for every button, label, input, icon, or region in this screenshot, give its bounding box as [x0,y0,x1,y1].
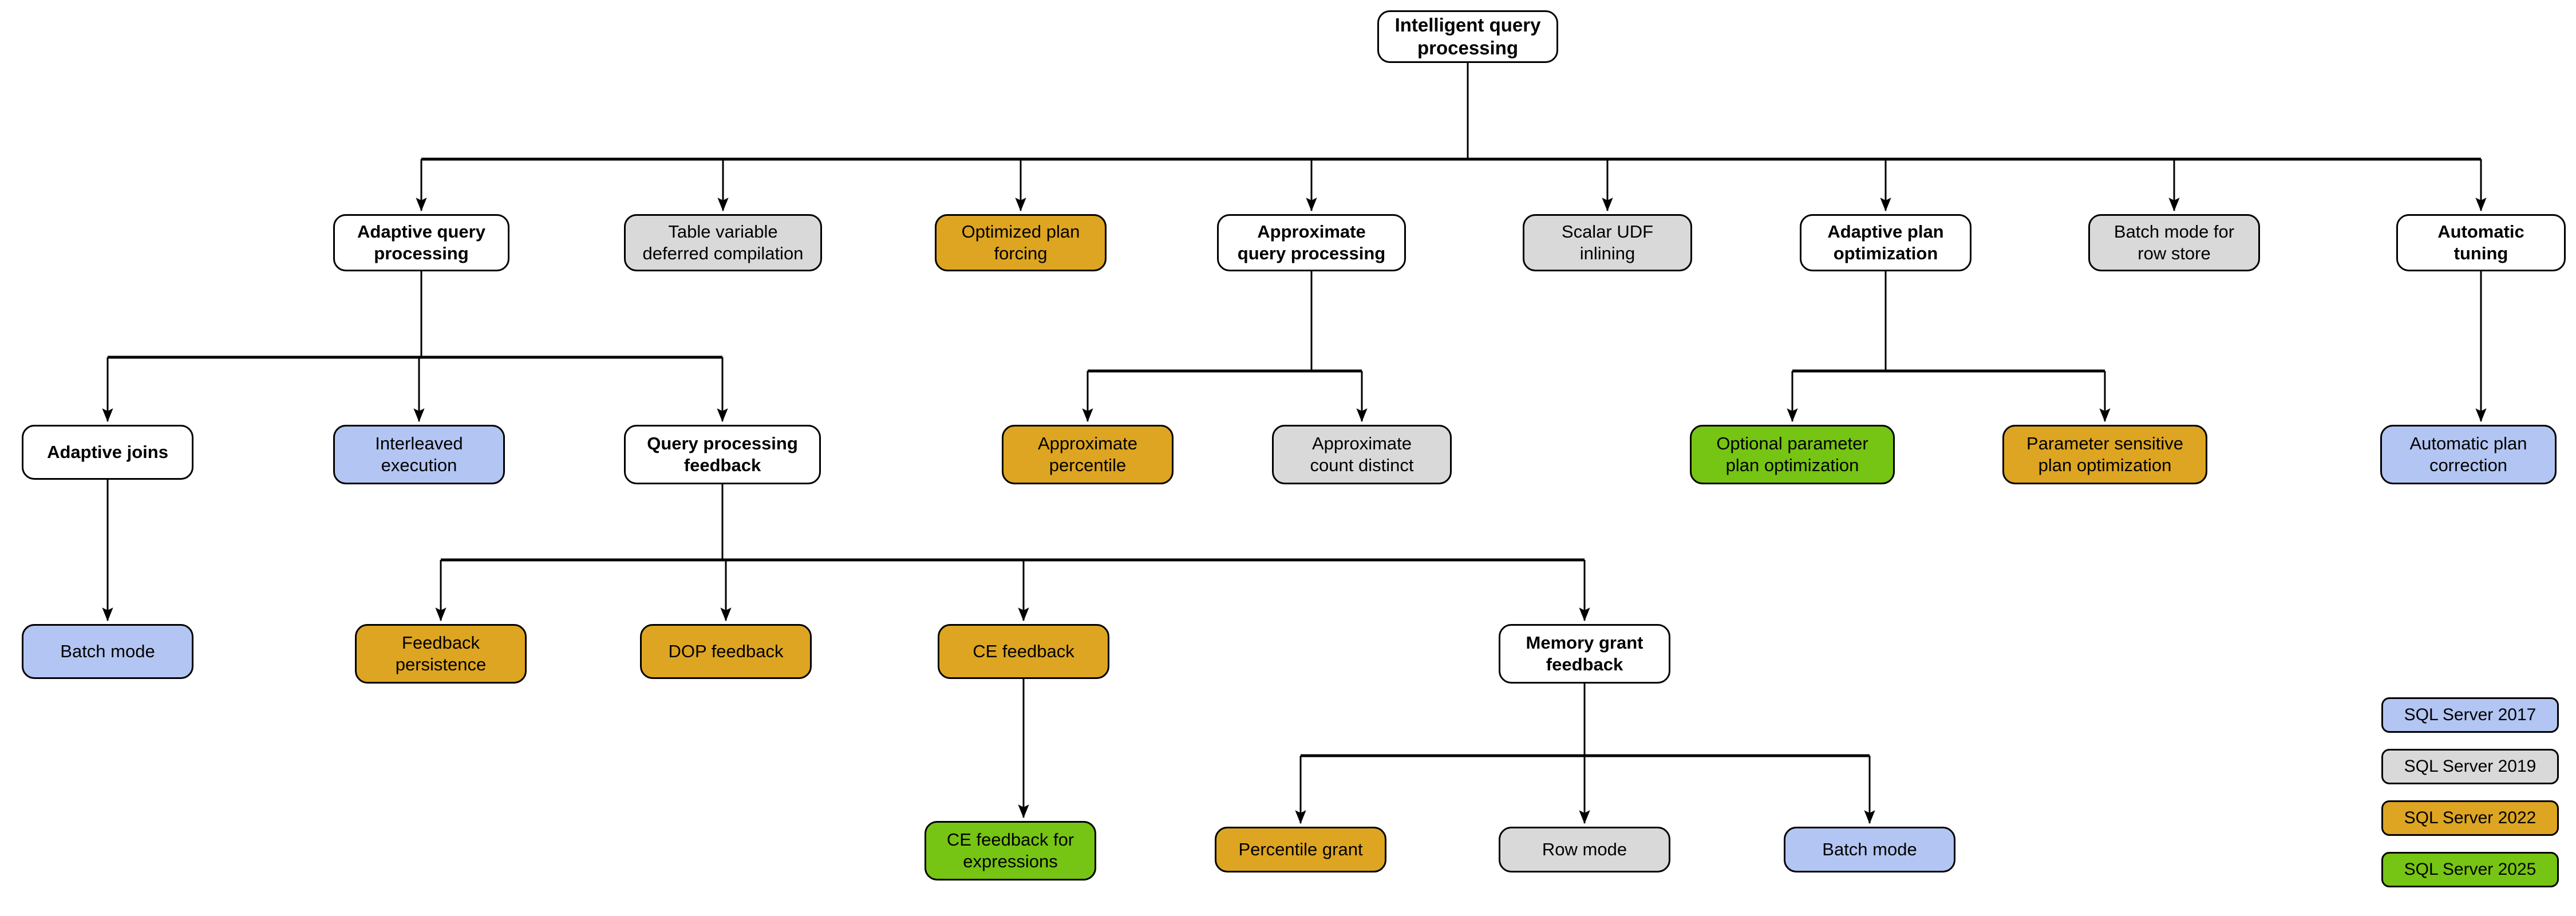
node-approxpct[interactable]: Approximate percentile [1002,425,1174,484]
node-opf[interactable]: Optimized plan forcing [935,214,1107,271]
legend-item-label: SQL Server 2022 [2404,808,2537,827]
node-rowmode[interactable]: Row mode [1499,827,1670,872]
node-approxqp[interactable]: Approximate query processing [1217,214,1406,271]
node-cefb[interactable]: CE feedback [938,624,1109,679]
node-pctgrant[interactable]: Percentile grant [1215,827,1386,872]
node-label: Batch mode [60,641,155,662]
node-label: Approximate count distinct [1310,433,1414,475]
legend-item-label: SQL Server 2025 [2404,860,2537,879]
node-root[interactable]: Intelligent query processing [1377,10,1558,63]
legend-item-0[interactable]: SQL Server 2017 [2381,697,2559,733]
node-tvdc[interactable]: Table variable deferred compilation [624,214,822,271]
node-label: Optimized plan forcing [961,222,1080,263]
node-label: Optional parameter plan optimization [1716,433,1868,475]
node-cefbexpr[interactable]: CE feedback for expressions [924,821,1096,881]
legend-item-1[interactable]: SQL Server 2019 [2381,749,2559,784]
node-qpf[interactable]: Query processing feedback [624,425,821,484]
node-mgf[interactable]: Memory grant feedback [1499,624,1670,684]
node-adaptjoins[interactable]: Adaptive joins [22,425,193,480]
node-label: Approximate query processing [1237,222,1386,263]
node-udf[interactable]: Scalar UDF inlining [1523,214,1692,271]
node-label: Adaptive plan optimization [1827,222,1944,263]
node-label: Memory grant feedback [1526,633,1643,674]
legend-item-label: SQL Server 2019 [2404,757,2537,776]
node-label: DOP feedback [668,641,784,662]
node-label: Scalar UDF inlining [1561,222,1654,263]
node-label: Automatic tuning [2437,222,2524,263]
node-label: Batch mode for row store [2113,222,2235,263]
node-label: Intelligent query processing [1394,14,1541,58]
node-label: Table variable deferred compilation [642,222,804,263]
legend-item-2[interactable]: SQL Server 2022 [2381,800,2559,836]
node-approxcd[interactable]: Approximate count distinct [1272,425,1452,484]
node-label: Percentile grant [1238,839,1363,860]
node-label: Adaptive query processing [357,222,485,263]
node-autotune[interactable]: Automatic tuning [2396,214,2566,271]
node-label: Query processing feedback [647,433,798,475]
node-interleaved[interactable]: Interleaved execution [333,425,505,484]
node-apo[interactable]: Adaptive plan optimization [1800,214,1971,271]
legend-item-3[interactable]: SQL Server 2025 [2381,852,2559,887]
legend-item-label: SQL Server 2017 [2404,705,2537,724]
node-apc[interactable]: Automatic plan correction [2380,425,2557,484]
node-label: CE feedback [973,641,1074,662]
node-label: Row mode [1542,839,1627,860]
node-batchmode2[interactable]: Batch mode [1784,827,1955,872]
node-label: Parameter sensitive plan optimization [2026,433,2183,475]
node-dopfb[interactable]: DOP feedback [640,624,812,679]
node-label: Adaptive joins [47,442,168,463]
node-label: CE feedback for expressions [946,830,1074,871]
node-bmrs[interactable]: Batch mode for row store [2088,214,2260,271]
node-label: Interleaved execution [375,433,463,475]
node-label: Approximate percentile [1037,433,1138,475]
node-label: Batch mode [1822,839,1917,860]
node-feedpers[interactable]: Feedback persistence [355,624,527,684]
node-aqp[interactable]: Adaptive query processing [333,214,509,271]
node-label: Automatic plan correction [2409,433,2527,475]
node-oppo[interactable]: Optional parameter plan optimization [1690,425,1895,484]
node-psp[interactable]: Parameter sensitive plan optimization [2002,425,2207,484]
node-label: Feedback persistence [395,633,487,674]
node-batchmode1[interactable]: Batch mode [22,624,193,679]
